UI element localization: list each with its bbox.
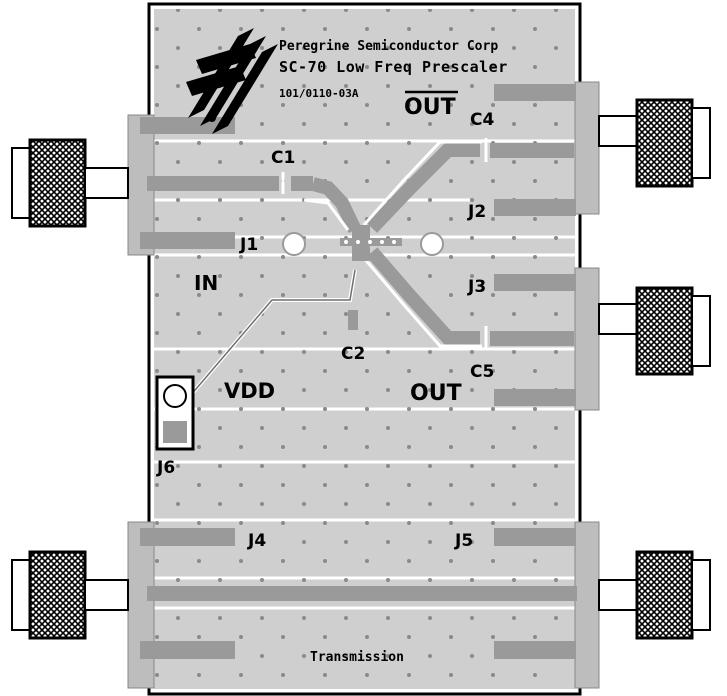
company-name: Peregrine Semiconductor Corp (279, 39, 498, 54)
designator-j5: J5 (454, 531, 473, 551)
designator-j3: J3 (467, 277, 486, 297)
transmission-label: Transmission (310, 650, 404, 665)
designator-c4: C4 (470, 110, 494, 130)
designator-c2: C2 (341, 344, 365, 364)
sma-connector-right-bottom (598, 550, 711, 640)
sma-connector-left-bottom (11, 550, 129, 640)
sma-connector-right-middle (598, 286, 711, 376)
pads (140, 84, 577, 659)
j6-pin-1 (163, 384, 187, 408)
j6-pin-2 (163, 421, 187, 443)
vdd-label: VDD (224, 379, 275, 403)
designator-j2: J2 (467, 202, 486, 222)
designator-c5: C5 (470, 362, 494, 382)
device-vias (344, 240, 396, 244)
rf-traces (311, 143, 480, 345)
mounting-hole-left (282, 232, 306, 256)
out-label: OUT (410, 381, 462, 406)
designator-j1: J1 (239, 235, 258, 255)
designator-c1: C1 (271, 148, 295, 168)
sma-connector-right-top (598, 98, 711, 188)
designator-j6: J6 (156, 458, 175, 478)
designator-j4: J4 (247, 531, 266, 551)
board-name: SC-70 Low Freq Prescaler (279, 58, 508, 76)
out-bar-label: OUT (404, 95, 456, 120)
part-number: 101/0110-03A (279, 87, 359, 100)
in-label: IN (194, 271, 218, 295)
mounting-hole-right (420, 232, 444, 256)
peregrine-logo (186, 28, 278, 134)
trace-gaps (281, 138, 488, 350)
sma-connector-left-top (11, 138, 129, 228)
vdd-trace-core (189, 269, 356, 397)
